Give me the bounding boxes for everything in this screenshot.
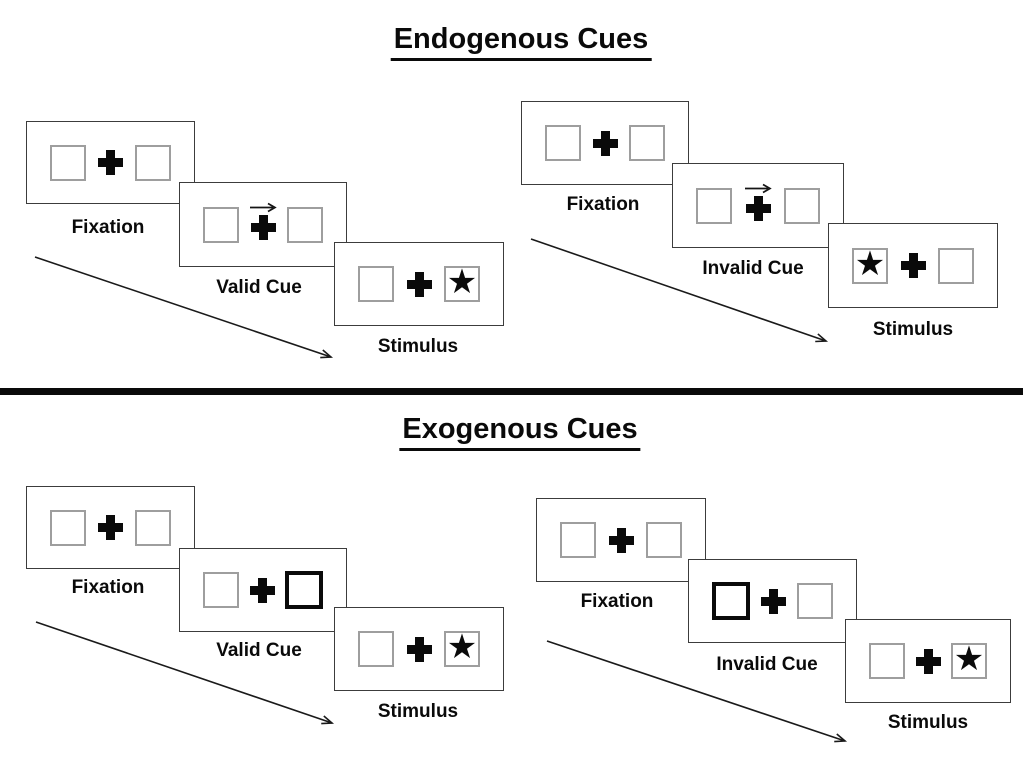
right-box xyxy=(135,144,171,181)
section-divider xyxy=(0,388,1023,395)
stimulus-label: Stimulus xyxy=(377,701,459,722)
cue-box xyxy=(712,582,750,620)
stimulus-label: Stimulus xyxy=(887,712,969,733)
right-box xyxy=(646,522,682,558)
fixation-cross-icon xyxy=(608,527,634,553)
stimulus-label: Stimulus xyxy=(377,336,459,357)
sequence-arrow-endogenous-valid xyxy=(34,256,334,359)
target-box: ★ xyxy=(444,628,480,667)
fixation-label: Fixation xyxy=(71,217,145,238)
right-box xyxy=(938,247,974,284)
cue-label: Invalid Cue xyxy=(716,654,818,675)
cue-panel xyxy=(179,182,347,267)
sequence-arrow-exogenous-valid xyxy=(35,621,335,725)
cue-label: Valid Cue xyxy=(216,277,302,298)
cue-arrow-icon xyxy=(745,183,772,194)
fixation-cross-icon xyxy=(249,577,275,603)
cue-label: Valid Cue xyxy=(216,640,302,661)
fixation-cross-icon xyxy=(761,588,786,614)
target-box: ★ xyxy=(852,244,888,284)
star-icon: ★ xyxy=(446,263,478,301)
right-box xyxy=(135,509,171,546)
cue-panel xyxy=(688,559,857,643)
cue-box xyxy=(285,571,323,609)
fixation-panel xyxy=(26,121,195,204)
fixation-label: Fixation xyxy=(566,194,640,215)
left-box xyxy=(358,266,394,302)
star-icon: ★ xyxy=(446,628,478,666)
fixation-panel xyxy=(521,101,689,185)
right-box xyxy=(287,206,323,243)
right-box xyxy=(784,187,820,224)
fixation-label: Fixation xyxy=(71,577,145,598)
fixation-cross-icon xyxy=(915,648,941,674)
left-box xyxy=(50,509,86,546)
section-title-endogenous: Endogenous Cues xyxy=(390,23,652,61)
fixation-cross-icon xyxy=(98,150,123,175)
sequence-arrow-exogenous-invalid xyxy=(546,640,848,743)
star-icon: ★ xyxy=(854,244,886,283)
sequence-arrow-endogenous-invalid xyxy=(530,238,829,343)
central-cue xyxy=(743,182,773,221)
left-box xyxy=(358,631,394,667)
fixation-cross-icon xyxy=(406,636,432,662)
stimulus-panel: ★ xyxy=(845,619,1011,703)
left-box xyxy=(869,643,905,679)
left-box xyxy=(560,522,596,558)
fixation-panel xyxy=(26,486,195,569)
section-title-exogenous: Exogenous Cues xyxy=(399,413,641,451)
cue-panel xyxy=(179,548,347,632)
target-box: ★ xyxy=(444,263,480,302)
stimulus-panel: ★ xyxy=(334,242,504,326)
left-box xyxy=(696,187,732,224)
stimulus-panel: ★ xyxy=(828,223,998,308)
left-box xyxy=(545,125,581,161)
left-box xyxy=(203,572,239,608)
target-box: ★ xyxy=(951,640,987,679)
cue-label: Invalid Cue xyxy=(702,258,804,279)
star-icon: ★ xyxy=(953,640,985,678)
left-box xyxy=(50,144,86,181)
fixation-cross-icon xyxy=(406,271,432,297)
right-box xyxy=(797,583,833,619)
fixation-cross-icon xyxy=(745,196,771,221)
right-box xyxy=(629,125,665,161)
fixation-label: Fixation xyxy=(580,591,654,612)
stimulus-panel: ★ xyxy=(334,607,504,691)
fixation-cross-icon xyxy=(250,215,276,240)
cue-arrow-icon xyxy=(250,202,277,213)
fixation-cross-icon xyxy=(98,515,123,540)
left-box xyxy=(203,206,239,243)
fixation-cross-icon xyxy=(592,130,618,156)
fixation-panel xyxy=(536,498,706,582)
cue-panel xyxy=(672,163,844,248)
stimulus-label: Stimulus xyxy=(872,319,954,340)
central-cue xyxy=(248,201,278,240)
fixation-cross-icon xyxy=(900,253,926,278)
